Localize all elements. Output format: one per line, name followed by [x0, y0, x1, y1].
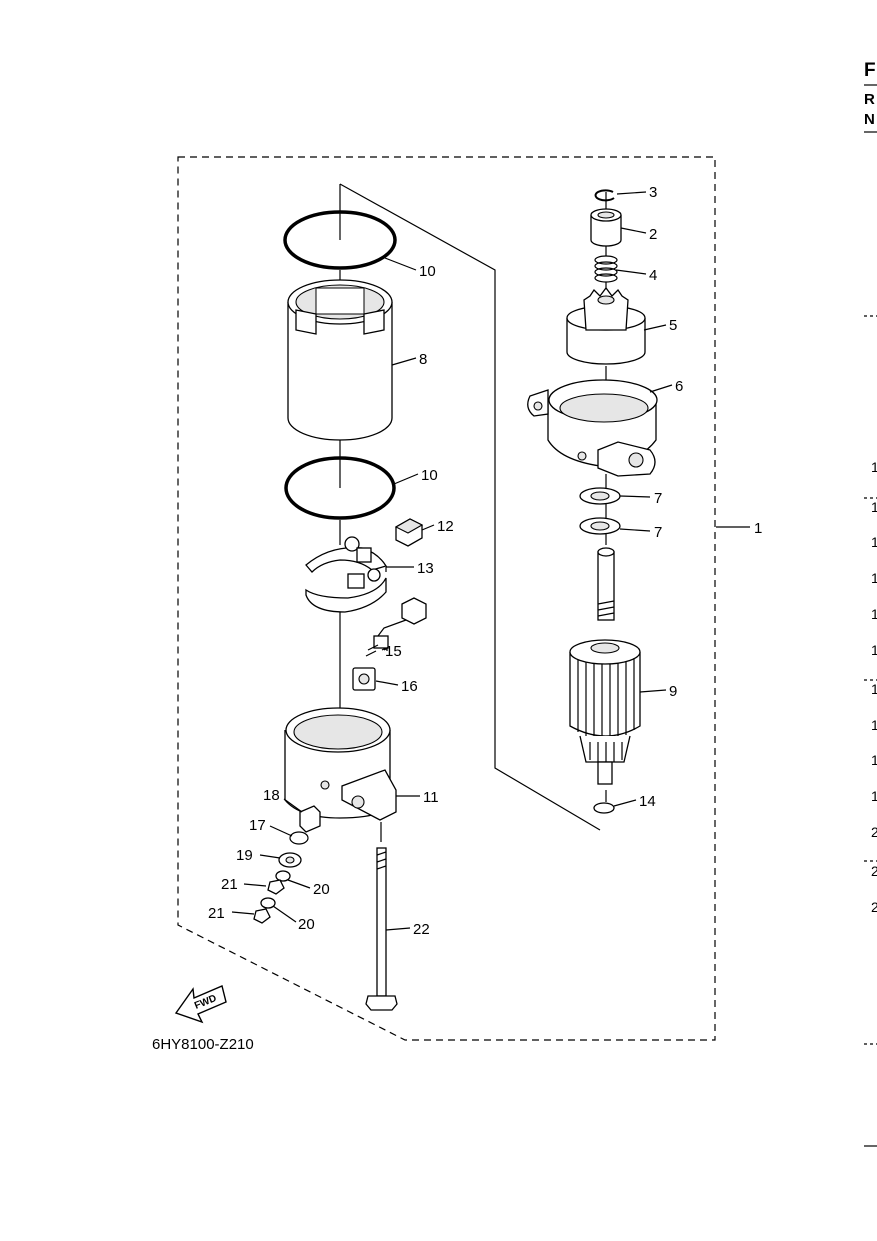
o-ring-upper	[283, 210, 397, 270]
leader-lines	[231, 191, 750, 931]
o-ring-lower	[284, 456, 396, 520]
through-bolt	[365, 847, 398, 1011]
assembly-outline	[177, 156, 716, 1041]
circlip	[594, 189, 615, 202]
callout-14: 14	[639, 793, 656, 810]
margin-letter: R	[864, 91, 875, 108]
callout-7b: 7	[654, 524, 662, 541]
margin-number: 1	[871, 499, 877, 515]
margin-number: 2	[871, 863, 877, 879]
callout-5: 5	[669, 317, 677, 334]
callout-4: 4	[649, 267, 657, 284]
margin-number: 1	[871, 534, 877, 550]
callout-21b: 21	[208, 905, 225, 922]
callout-labels: 1 2 3 4 5 6 7 7 8 9 10 10 11 12 13 14 15…	[208, 184, 762, 938]
callout-3: 3	[649, 184, 657, 201]
margin-number: 1	[871, 606, 877, 622]
callout-6: 6	[675, 378, 683, 395]
callout-21a: 21	[221, 876, 238, 893]
brush	[394, 518, 424, 547]
assembly-bracket-line	[339, 183, 601, 831]
callout-12: 12	[437, 518, 454, 535]
callout-8: 8	[419, 351, 427, 368]
margin-number: 2	[871, 824, 877, 840]
callout-10a: 10	[419, 263, 436, 280]
callout-22: 22	[413, 921, 430, 938]
callout-2: 2	[649, 226, 657, 243]
margin-number: 1	[871, 717, 877, 733]
front-bracket	[527, 379, 658, 477]
callout-15: 15	[385, 643, 402, 660]
brush-with-lead	[365, 597, 427, 657]
callout-11: 11	[423, 789, 439, 806]
yoke-housing	[287, 279, 393, 441]
margin-number: 1	[871, 570, 877, 586]
right-margin: F R N 1 1 1 1 1 1 1 1 1 1 2 2 2	[864, 60, 877, 1147]
callout-7a: 7	[654, 490, 662, 507]
callout-10b: 10	[421, 467, 438, 484]
margin-number: 1	[871, 642, 877, 658]
margin-number: 1	[871, 752, 877, 768]
callout-1: 1	[754, 520, 762, 537]
brush-holder	[305, 536, 388, 613]
margin-letter: N	[864, 111, 875, 128]
o-ring-small	[289, 831, 309, 845]
margin-letter: F	[864, 60, 876, 81]
callout-9: 9	[669, 683, 677, 700]
callout-13: 13	[417, 560, 434, 577]
margin-number: 1	[871, 788, 877, 804]
callout-19: 19	[236, 847, 253, 864]
callout-18: 18	[263, 787, 280, 804]
spring	[594, 255, 618, 283]
callout-20b: 20	[298, 916, 315, 933]
callout-16: 16	[401, 678, 418, 695]
clip	[352, 667, 376, 691]
margin-number: 1	[871, 459, 877, 475]
margin-number: 2	[871, 899, 877, 915]
callout-17: 17	[249, 817, 266, 834]
small-hardware	[253, 805, 321, 924]
washers	[579, 487, 621, 535]
fwd-arrow-icon: FWD	[174, 985, 227, 1024]
thrust-washer	[593, 802, 615, 814]
armature	[569, 547, 641, 785]
stopper-collar	[590, 208, 622, 247]
callout-20a: 20	[313, 881, 330, 898]
rear-cover	[284, 707, 397, 821]
diagram-code: 6HY8100-Z210	[152, 1036, 254, 1053]
pinion-drive	[566, 286, 646, 365]
margin-number: 1	[871, 681, 877, 697]
